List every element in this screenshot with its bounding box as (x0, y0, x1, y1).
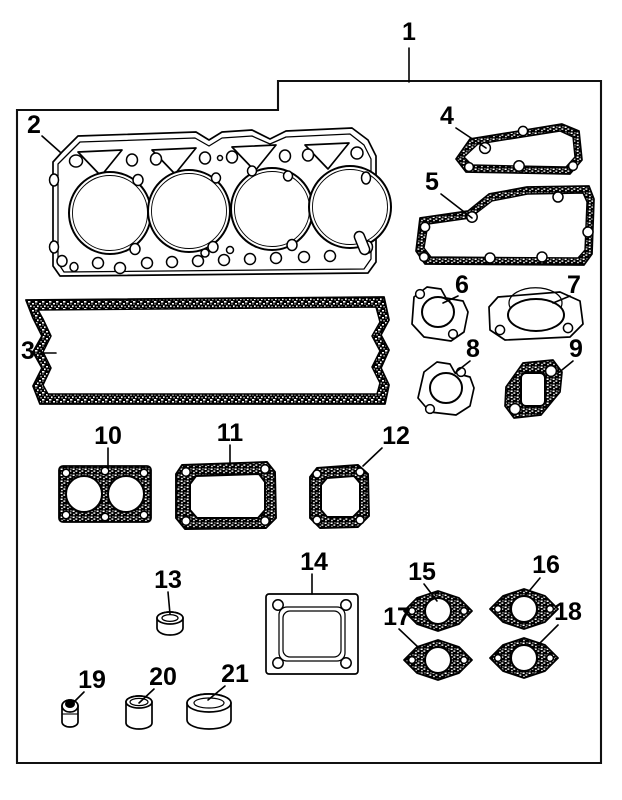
callout-number-11: 11 (217, 419, 244, 447)
callout-number-8: 8 (466, 335, 480, 363)
leader-19 (69, 691, 85, 707)
leader-12 (362, 447, 383, 467)
callout-number-15: 15 (408, 558, 436, 586)
leader-9 (556, 360, 574, 375)
leader-5 (440, 193, 473, 219)
leader-13 (167, 591, 171, 615)
leader-2 (41, 135, 61, 153)
callout-number-21: 21 (221, 660, 249, 688)
outer-parts-frame (15, 79, 603, 765)
leader-17 (398, 628, 420, 649)
part-exhaust-port-gasket-2 (489, 588, 559, 630)
callout-number-9: 9 (569, 335, 583, 363)
callout-numbers: 1 2 3 4 5 6 7 8 9 10 11 12 13 14 15 16 1… (21, 18, 583, 694)
callout-number-19: 19 (78, 666, 106, 694)
leader-7 (552, 295, 571, 304)
callout-number-20: 20 (149, 663, 177, 691)
part-small-cup-plug (61, 699, 79, 728)
part-exhaust-flange-gasket (504, 359, 563, 419)
callout-number-14: 14 (300, 548, 328, 576)
part-intake-flange-gasket-b (417, 361, 475, 416)
callout-number-6: 6 (455, 271, 469, 299)
part-exhaust-port-gasket-4 (489, 637, 559, 679)
callout-number-17: 17 (383, 603, 411, 631)
part-medium-cup-plug (125, 695, 153, 730)
part-valve-cover-gasket (25, 296, 390, 405)
head-gasket-cylinder-bores (68, 165, 392, 255)
leader-16 (524, 577, 541, 597)
callout-number-7: 7 (567, 271, 581, 299)
leader-8 (455, 360, 471, 373)
part-exhaust-port-gasket-1 (403, 590, 473, 632)
callout-number-10: 10 (94, 422, 122, 450)
leader-4 (455, 127, 487, 149)
callout-number-18: 18 (554, 598, 582, 626)
part-manifold-flange-gasket (265, 593, 359, 675)
leader-21 (207, 685, 226, 701)
callout-number-3: 3 (21, 337, 35, 365)
leader-20 (138, 688, 155, 704)
head-gasket-bolt-holes (48, 146, 374, 275)
leader-18 (537, 624, 559, 646)
part-exhaust-port-gasket-3 (403, 639, 473, 681)
callout-number-13: 13 (154, 566, 182, 594)
part-cylinder-head-gasket (48, 127, 392, 277)
callout-number-4: 4 (440, 102, 454, 130)
part-intake-flange-gasket-a (411, 286, 469, 342)
callout-number-12: 12 (382, 422, 410, 450)
part-side-cover-gasket-lower (415, 185, 595, 266)
callout-number-5: 5 (425, 168, 439, 196)
callout-leader-lines (39, 47, 574, 707)
part-side-cover-gasket-upper (455, 123, 583, 175)
callout-number-1: 1 (402, 18, 416, 46)
head-gasket-port-reliefs (77, 142, 350, 177)
part-large-cup-plug (186, 693, 232, 730)
leader-6 (442, 295, 459, 304)
callout-number-16: 16 (532, 551, 560, 579)
part-twin-bore-gasket (58, 465, 152, 523)
part-oval-flange-gasket (488, 287, 584, 341)
part-valve-stem-seal (156, 611, 184, 636)
part-square-port-gasket (309, 464, 370, 529)
callout-number-2: 2 (27, 111, 41, 139)
part-rectangular-port-gasket-large (175, 461, 277, 530)
leader-15 (423, 583, 438, 602)
